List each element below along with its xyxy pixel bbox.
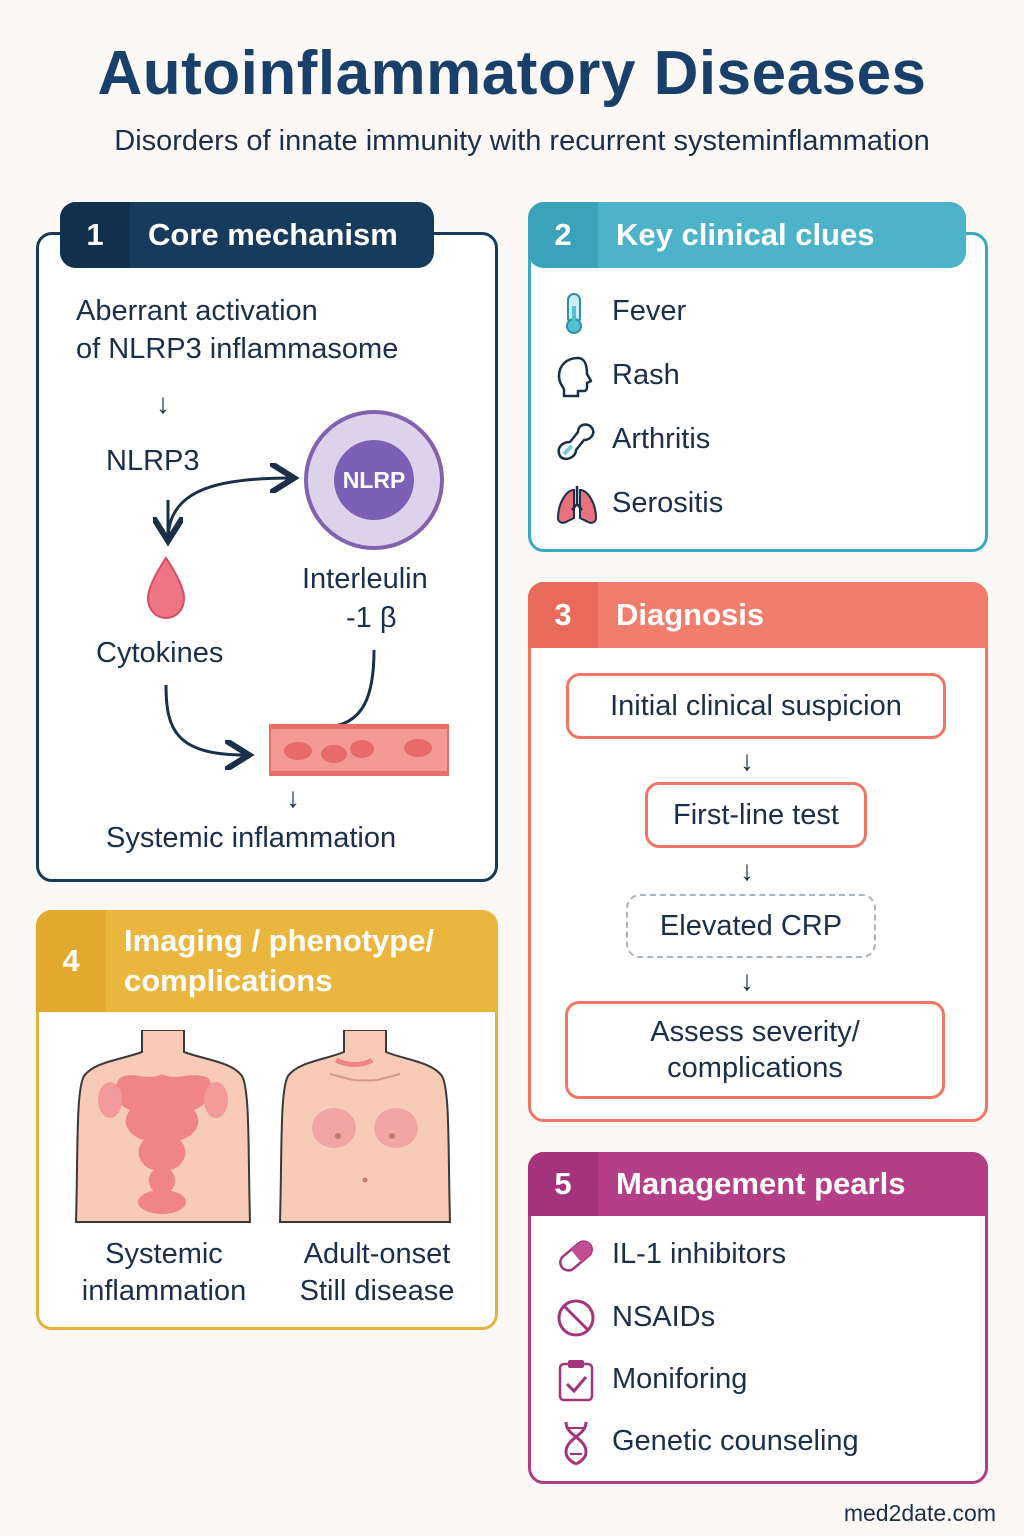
- pill-icon: [559, 1240, 593, 1272]
- down-arrow: ↓: [740, 745, 754, 776]
- mechanism-intro-line1: Aberrant activation: [76, 295, 318, 327]
- mechanism-diagram: [146, 410, 449, 776]
- diagnosis-step-first-line-test: First-line test: [645, 782, 867, 848]
- clipboard-check-icon: [558, 1360, 594, 1402]
- panel-title: Diagnosis: [616, 597, 765, 632]
- clue-arthritis: Arthritis: [612, 423, 711, 455]
- lungs-icon: [556, 486, 598, 524]
- mechanism-outcome: Systemic inflammation: [106, 822, 397, 854]
- arrow-interleukin-to-vessel: [335, 649, 376, 728]
- panel-title: Core mechanism: [148, 217, 398, 252]
- diagnosis-step-elevated-crp: Elevated CRP: [626, 894, 876, 958]
- torso-still-disease-illustration: [278, 1030, 452, 1223]
- diagnosis-step-assess-severity: Assess severity/ complications: [565, 1001, 945, 1099]
- panel-core-mechanism-header: 1 Core mechanism: [60, 202, 434, 268]
- panel-clinical-clues-header: 2 Key clinical clues: [528, 202, 966, 268]
- panel-title: Key clinical clues: [616, 217, 875, 252]
- page-title: Autoinflammatory Diseases: [97, 39, 927, 108]
- diagnosis-step-assess-line2: complications: [667, 1052, 843, 1084]
- clue-rash: Rash: [612, 359, 680, 391]
- panel-number: 3: [528, 582, 598, 648]
- curved-arrow-to-nlrp: [168, 478, 291, 540]
- panel-diagnosis-header: 3 Diagnosis: [528, 582, 988, 648]
- caption-line: Systemic: [105, 1238, 223, 1270]
- panel-title-line1: Imaging / phenotype/: [124, 923, 435, 958]
- mechanism-nlrp3-label: NLRP3: [106, 445, 200, 477]
- mechanism-intro-line2: of NLRP3 inflammasome: [76, 333, 399, 365]
- down-arrow: ↓: [740, 855, 754, 886]
- down-arrow: ↓: [156, 388, 170, 419]
- cytokines-label: Cytokines: [96, 637, 224, 669]
- caption-line: Adult-onset: [303, 1238, 451, 1270]
- down-arrow: ↓: [286, 782, 300, 813]
- thermometer-icon: [566, 293, 582, 334]
- management-genetic-counseling: Genetic counseling: [612, 1425, 859, 1457]
- diagnosis-step-suspicion: Initial clinical suspicion: [566, 673, 946, 739]
- nlrp-circle: [304, 410, 444, 550]
- blood-vessel-icon: [269, 724, 449, 776]
- prohibited-icon: [557, 1299, 595, 1337]
- dna-icon: [564, 1421, 588, 1466]
- interleukin-label-line1: Interleulin: [302, 563, 428, 595]
- joint-icon: [557, 423, 595, 461]
- arrow-cytokines-to-vessel: [164, 684, 246, 755]
- diagnosis-step-assess-line1: Assess severity/: [650, 1016, 860, 1048]
- footer-source: med2date.com: [843, 1500, 996, 1526]
- clue-serositis: Serositis: [612, 487, 724, 519]
- torso-systemic-inflammation-illustration: [74, 1030, 252, 1223]
- panel-management-header: 5 Management pearls: [528, 1152, 988, 1216]
- panel-number: 5: [528, 1152, 598, 1216]
- panel-title-line2: complications: [124, 963, 333, 998]
- phenotype-caption-still-disease: Adult-onset Still disease: [272, 1236, 482, 1310]
- panel-phenotype-header: 4 Imaging / phenotype/ complications: [36, 910, 498, 1012]
- interleukin-label-line2: -1 β: [346, 602, 397, 634]
- management-monitoring: Moniforing: [612, 1363, 748, 1395]
- clue-fever: Fever: [612, 295, 687, 327]
- panel-number: 4: [36, 910, 106, 1012]
- panel-number: 2: [528, 202, 598, 268]
- phenotype-caption-systemic: Systemic inflammation: [56, 1236, 272, 1310]
- panel-title: Imaging / phenotype/ complications: [106, 921, 434, 1001]
- caption-line: Still disease: [299, 1275, 455, 1307]
- page-subtitle: Disorders of innate immunity with recurr…: [114, 125, 930, 157]
- down-arrow: ↓: [740, 965, 754, 996]
- panel-number: 1: [60, 202, 130, 268]
- management-nsaids: NSAIDs: [612, 1301, 716, 1333]
- droplet-icon: [146, 556, 186, 620]
- panel-title: Management pearls: [616, 1166, 906, 1201]
- head-icon: [557, 356, 593, 398]
- nlrp-circle-label: NLRP: [342, 467, 406, 493]
- management-il1-inhibitors: IL-1 inhibitors: [612, 1238, 787, 1270]
- caption-line: inflammation: [81, 1275, 247, 1307]
